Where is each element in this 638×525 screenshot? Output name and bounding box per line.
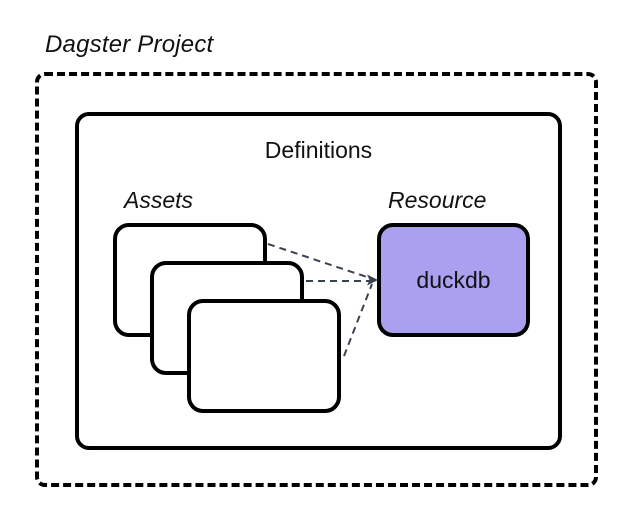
- resource-box-label: duckdb: [416, 266, 491, 293]
- asset-box: [187, 299, 341, 413]
- diagram-title: Dagster Project: [45, 31, 214, 58]
- resource-group-label: Resource: [388, 187, 487, 213]
- project-boundary-box: [35, 72, 598, 487]
- definitions-label: Definitions: [264, 137, 373, 163]
- resource-box-duckdb: duckdb: [377, 223, 530, 337]
- assets-group-label: Assets: [124, 187, 194, 213]
